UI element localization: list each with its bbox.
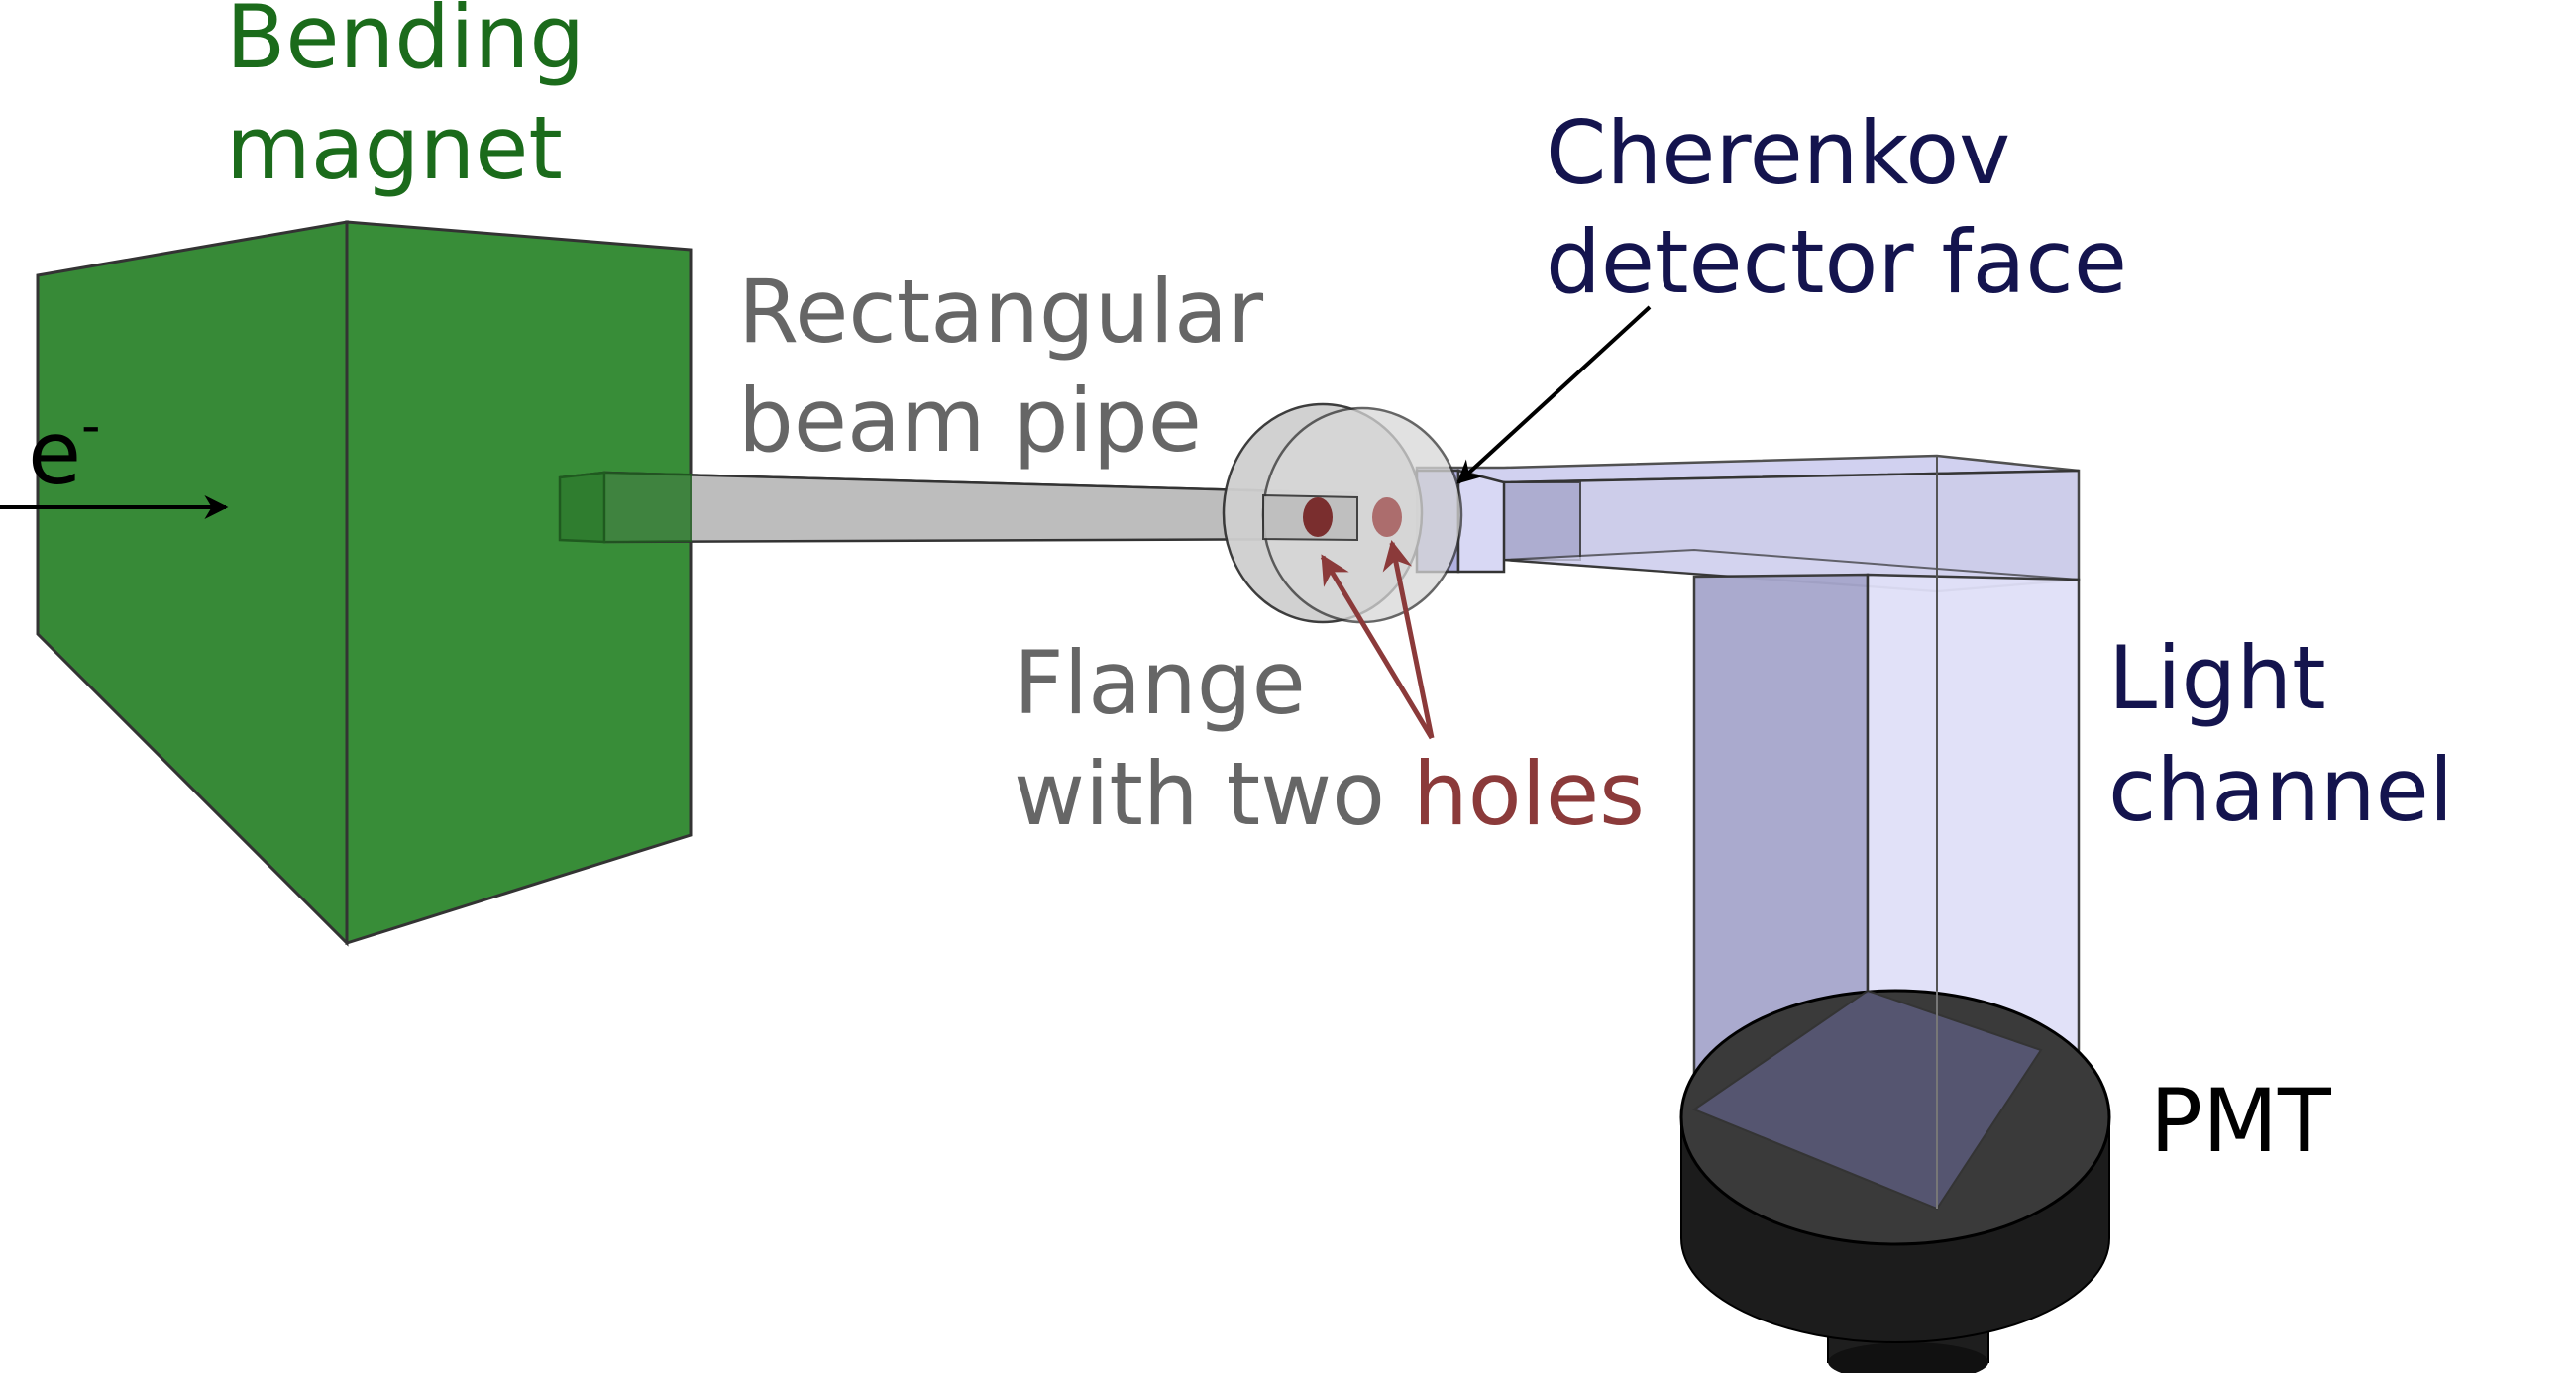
bending-magnet-label-line1: Bending <box>226 0 585 88</box>
flange-label-line1: Flange <box>1014 632 1306 734</box>
cherenkov-face-side <box>1456 469 1506 574</box>
beam-pipe-end-in-magnet <box>558 471 606 544</box>
bending-magnet <box>36 220 693 947</box>
light-channel-label-line1: Light <box>2108 627 2326 729</box>
light-channel-label-line2: channel <box>2108 739 2453 841</box>
flange-label-holes: holes <box>1413 743 1645 845</box>
holes-arrow-1 <box>1320 554 1435 740</box>
bending-magnet-label-line2: magnet <box>226 97 563 199</box>
holes-arrow-2 <box>1382 540 1435 739</box>
electron-label: e <box>28 402 81 504</box>
pmt <box>1679 989 2111 1373</box>
light-channel-arm-inner <box>1503 481 1581 561</box>
pmt-label: PMT <box>2150 1070 2332 1172</box>
flange-hole-2 <box>1372 497 1402 537</box>
cherenkov-arrow <box>1456 305 1652 484</box>
cherenkov-label-line2: detector face <box>1546 211 2127 313</box>
pmt-stem-bottom <box>1828 1342 1988 1373</box>
magnet-front-face <box>345 220 693 946</box>
beam-pipe-label-line1: Rectangular <box>738 261 1264 363</box>
flange-label-prefix: with two <box>1014 743 1413 845</box>
flange-hole-1 <box>1303 497 1333 537</box>
beam-pipe-inside-magnet <box>603 471 692 544</box>
pmt-light-window <box>1691 989 2043 1211</box>
magnet-side-face <box>36 220 349 947</box>
cherenkov-label-line1: Cherenkov <box>1546 102 2010 204</box>
flange-label-line2: with two holes <box>1014 743 1645 845</box>
electron-charge-label: - <box>81 394 101 457</box>
beam-pipe-label-line2: beam pipe <box>738 370 1202 472</box>
